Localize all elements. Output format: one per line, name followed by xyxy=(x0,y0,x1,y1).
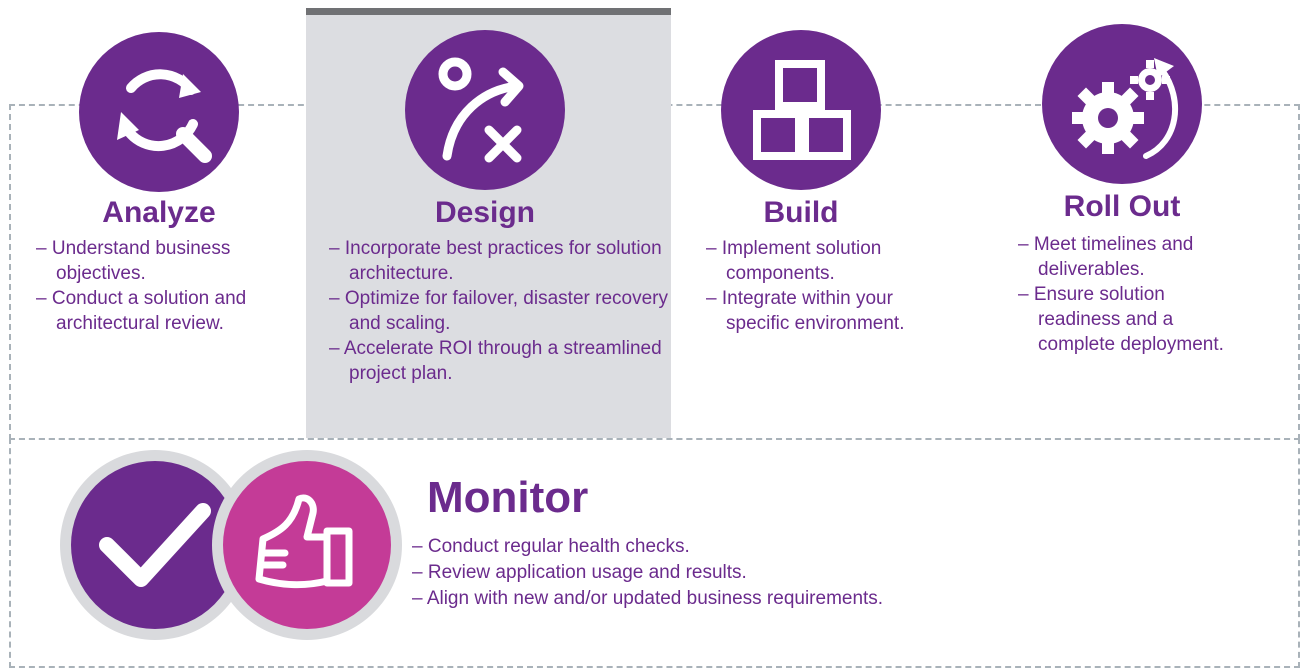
list-item: Optimize for failover, disaster recovery… xyxy=(329,286,669,336)
refresh-magnifier-icon xyxy=(117,69,212,163)
list-item: Understand business objectives. xyxy=(36,236,298,286)
list-item: Align with new and/or updated business r… xyxy=(412,586,1112,612)
phase-list-design: Incorporate best practices for solution … xyxy=(329,236,669,386)
phase-title-rollout: Roll Out xyxy=(1063,190,1181,223)
thumbs-up-icon xyxy=(255,494,353,589)
phase-list-analyze: Understand business objectives. Conduct … xyxy=(36,236,298,336)
gears-cycle-icon xyxy=(1072,58,1178,159)
list-item: Meet timelines and deliverables. xyxy=(1018,232,1228,282)
design-circle xyxy=(405,30,565,190)
phase-list-build: Implement solution components. Integrate… xyxy=(706,236,946,336)
checkmark-icon xyxy=(99,503,211,587)
list-item: Ensure solution readiness and a complete… xyxy=(1018,282,1228,357)
rollout-circle xyxy=(1042,24,1202,184)
build-circle xyxy=(721,30,881,190)
strategy-path-icon xyxy=(438,57,524,163)
phase-title-design: Design xyxy=(434,196,536,229)
phase-title-analyze: Analyze xyxy=(102,196,216,229)
phase-list-rollout: Meet timelines and deliverables. Ensure … xyxy=(1018,232,1228,357)
monitor-list: Conduct regular health checks. Review ap… xyxy=(412,534,1112,612)
list-item: Integrate within your specific environme… xyxy=(706,286,946,336)
list-item: Review application usage and results. xyxy=(412,560,1112,586)
thumbs-up-circle xyxy=(223,461,391,629)
analyze-circle xyxy=(79,32,239,192)
process-diagram: Analyze Understand business objectives. … xyxy=(0,0,1309,652)
checkmark-circle xyxy=(71,461,239,629)
stacked-blocks-icon xyxy=(753,60,851,160)
monitor-title: Monitor xyxy=(427,473,589,522)
list-item: Conduct a solution and architectural rev… xyxy=(36,286,298,336)
list-item: Implement solution components. xyxy=(706,236,946,286)
list-item: Incorporate best practices for solution … xyxy=(329,236,669,286)
phase-title-build: Build xyxy=(763,196,839,229)
list-item: Conduct regular health checks. xyxy=(412,534,1112,560)
list-item: Accelerate ROI through a streamlined pro… xyxy=(329,336,669,386)
